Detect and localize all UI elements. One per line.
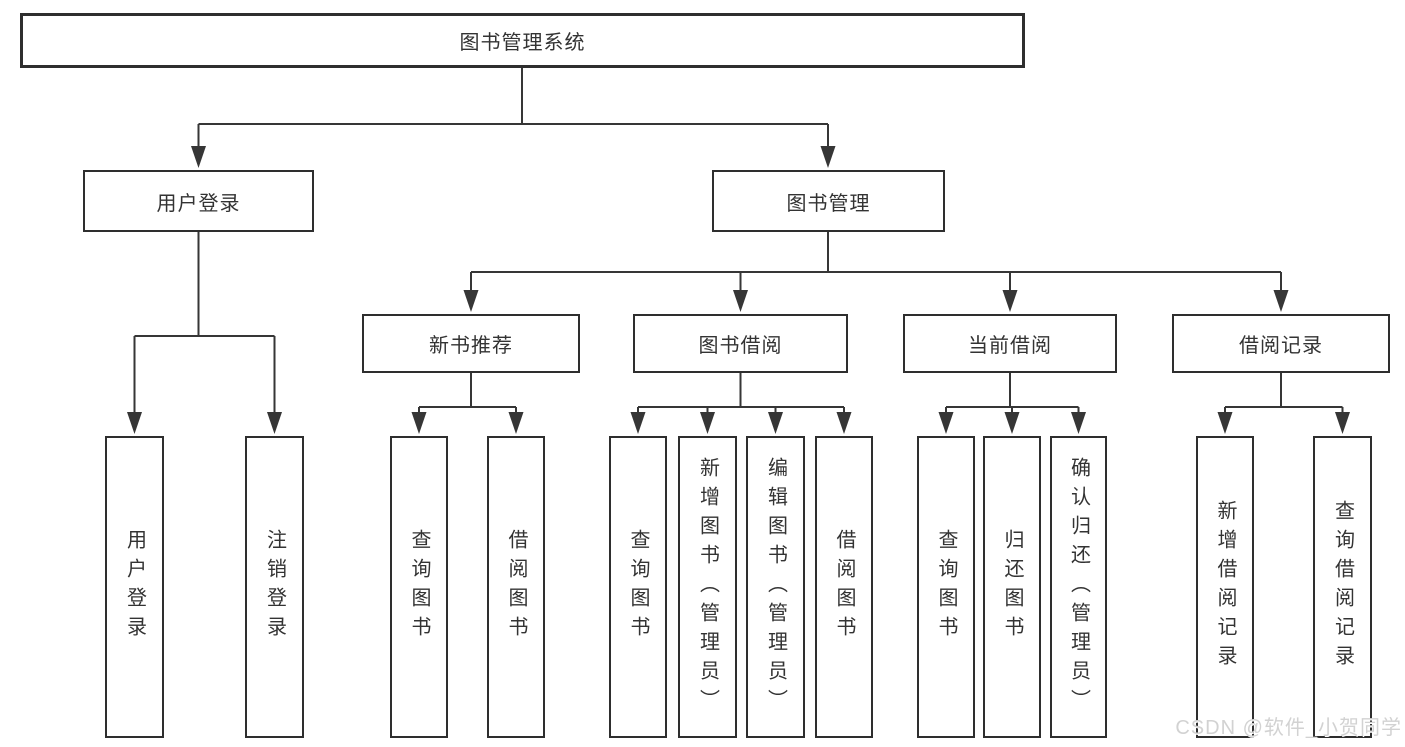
node-records-add-record: 新增借阅记录 — [1196, 436, 1254, 738]
connector-user-login — [133, 232, 276, 416]
watermark: CSDN @软件_小贺同学 — [1175, 717, 1402, 739]
node-borrow-records: 借阅记录 — [1172, 314, 1390, 373]
node-current-query-book: 查询图书 — [917, 436, 975, 738]
connector-book-management — [470, 232, 1282, 294]
node-new-book-recommend: 新书推荐 — [362, 314, 580, 373]
node-current-borrow: 当前借阅 — [903, 314, 1117, 373]
node-book-management: 图书管理 — [712, 170, 945, 232]
node-current-confirm-return-admin: 确认归还（管理员） — [1050, 436, 1107, 738]
node-logout: 注销登录 — [245, 436, 304, 738]
node-login: 用户登录 — [105, 436, 164, 738]
node-borrow-query-book: 查询图书 — [609, 436, 667, 738]
connector-book-borrow — [637, 373, 845, 416]
node-library-management-system: 图书管理系统 — [20, 13, 1025, 68]
node-recommend-query-book: 查询图书 — [390, 436, 448, 738]
node-recommend-borrow-book: 借阅图书 — [487, 436, 545, 738]
node-borrow-borrow-book: 借阅图书 — [815, 436, 873, 738]
connector-new-book-recommend — [418, 373, 517, 416]
node-records-query-record: 查询借阅记录 — [1313, 436, 1372, 738]
node-current-return-book: 归还图书 — [983, 436, 1041, 738]
connector-current-borrow — [945, 373, 1080, 416]
connector-borrow-records — [1224, 373, 1344, 416]
node-user-login: 用户登录 — [83, 170, 314, 232]
node-borrow-edit-book-admin: 编辑图书（管理员） — [746, 436, 805, 738]
node-borrow-add-book-admin: 新增图书（管理员） — [678, 436, 737, 738]
connector-root — [197, 68, 829, 150]
node-book-borrow: 图书借阅 — [633, 314, 848, 373]
arrowheads — [127, 146, 1350, 434]
